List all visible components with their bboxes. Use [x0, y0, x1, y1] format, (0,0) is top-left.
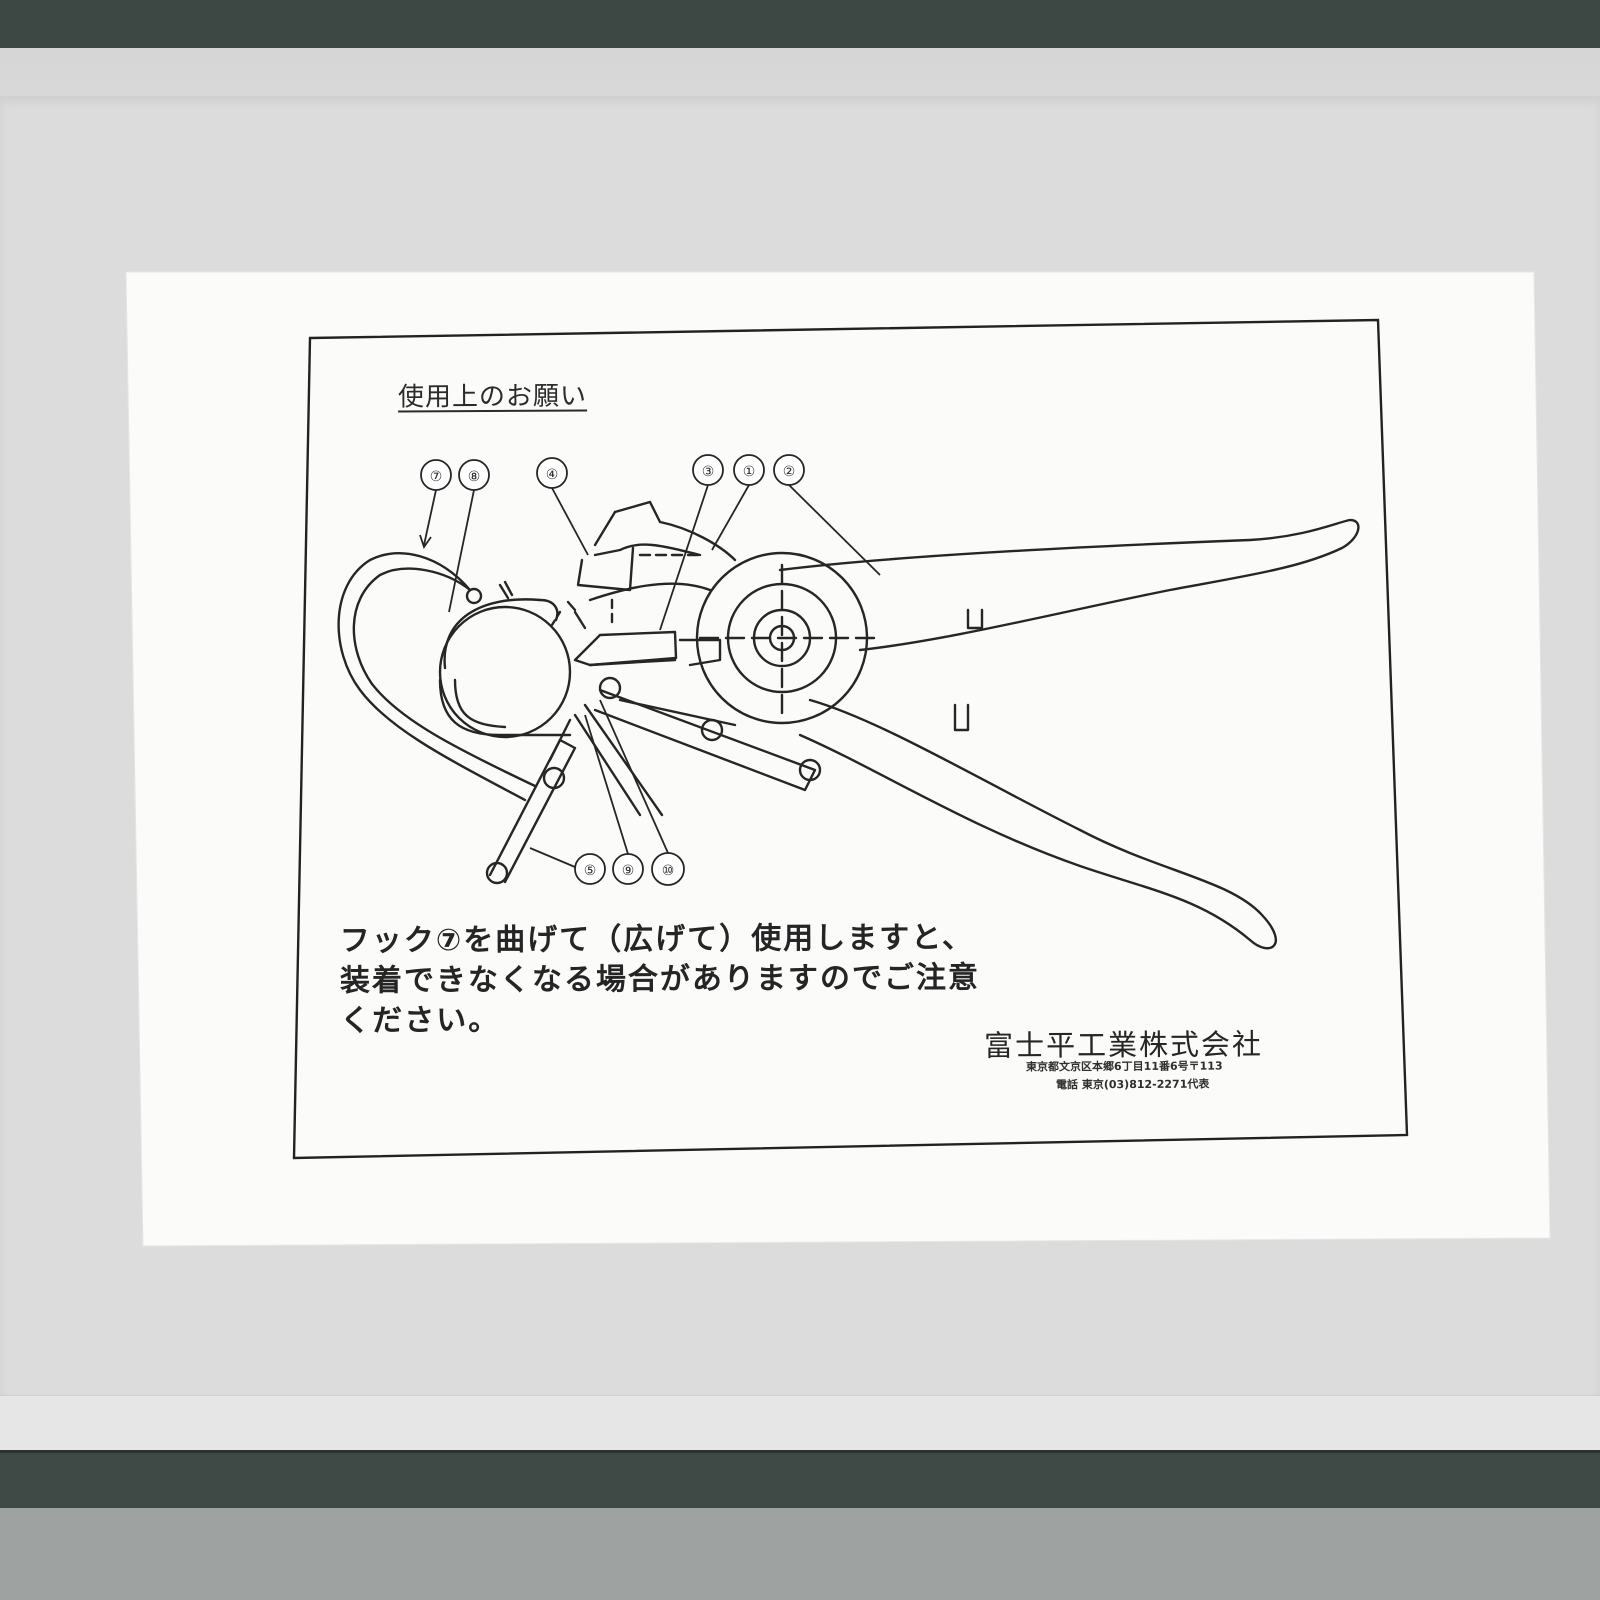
callout-label-3: ③: [702, 464, 715, 480]
box-front-edge: [0, 1450, 1600, 1511]
callout-marks: [420, 454, 805, 886]
callout-5: [574, 853, 606, 885]
table-surface: [0, 1508, 1600, 1600]
box-tray-ledge: [0, 1395, 1600, 1451]
callout-label-10: ⑩: [662, 863, 675, 879]
printed-frame: [292, 318, 1409, 1160]
caution-note: フック⑦を曲げて（広げて）使用しますと、 装着できなくなる場合がありますのでご注…: [340, 918, 981, 1041]
callout-label-4: ④: [546, 467, 559, 483]
callout-label-1: ①: [743, 464, 756, 480]
box-lid-edge: [0, 0, 1600, 56]
caution-note-line-2: 装着できなくなる場合がありますのでご注意: [339, 960, 981, 999]
callout-label-7: ⑦: [430, 469, 443, 485]
company-telephone: 電話 東京(03)812-2271代表: [1055, 1077, 1210, 1092]
leader-lines: [419, 484, 881, 868]
paper: [125, 271, 1551, 1247]
caution-note-line-1: フック⑦を曲げて（広げて）使用しますと、: [339, 920, 975, 959]
callout-labels: ⑦ ⑧ ④ ③ ① ② ⑤ ⑨ ⑩: [430, 464, 796, 879]
callout-label-2: ②: [783, 464, 796, 480]
notice-heading: 使用上のお願い: [397, 381, 588, 413]
callout-label-8: ⑧: [468, 469, 481, 485]
caution-note-line-3: ください。: [340, 1002, 501, 1039]
pliers-diagram: [337, 500, 1360, 950]
callout-label-5: ⑤: [584, 863, 597, 879]
callout-label-9: ⑨: [622, 863, 635, 879]
company-address: 東京都文京区本郷6丁目11番6号〒113: [1025, 1059, 1223, 1074]
